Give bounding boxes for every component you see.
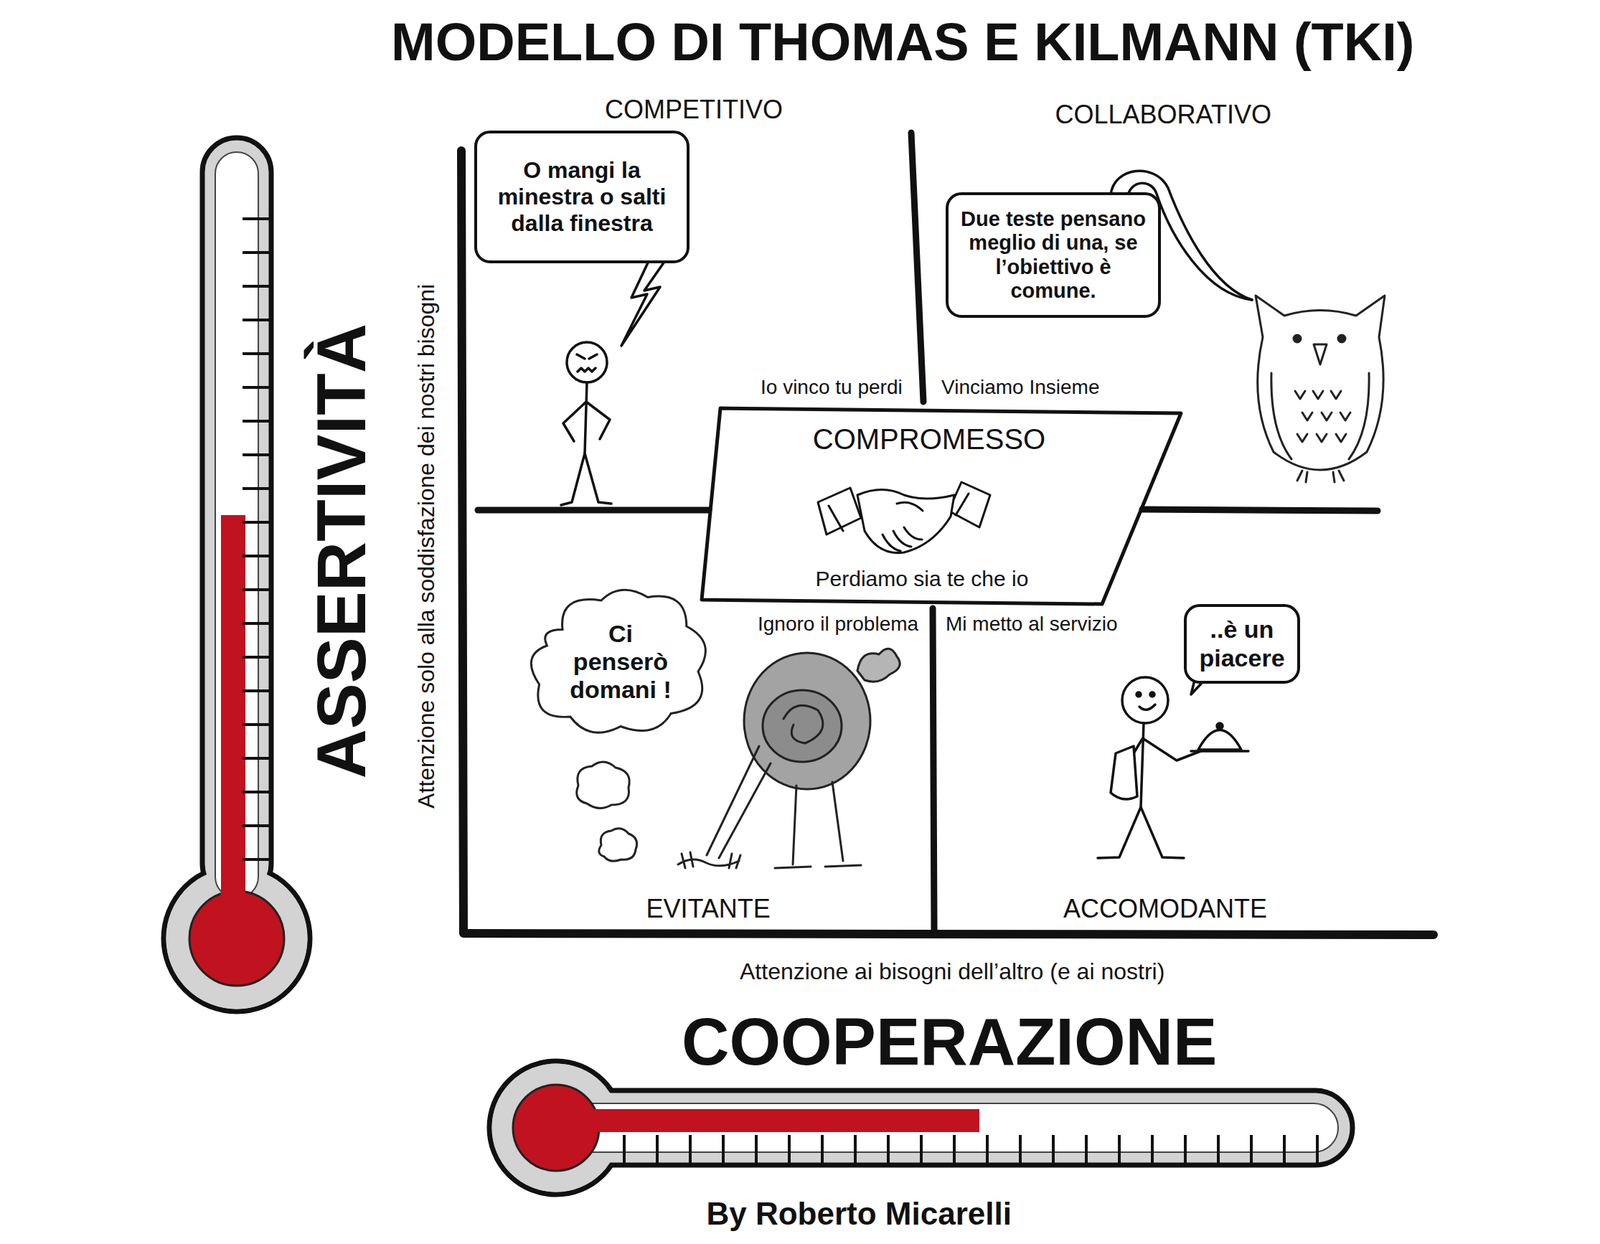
quadrant-title-box: COMPETITIVO: [604, 94, 783, 125]
thermometer-horizontal: [556, 1090, 1353, 1166]
title-box: MODELLO DI THOMAS E KILMANN (TKI): [391, 11, 1415, 73]
node-heading: O mangi la minestra o salti dalla finest…: [492, 157, 672, 237]
axes: [932, 608, 935, 930]
axes: [461, 150, 464, 933]
waiter: [1140, 723, 1144, 808]
owl: [1295, 391, 1351, 442]
outcome-label-box: Ignoro il problema: [757, 612, 919, 636]
thought-cloud: Ci penserò domani !: [523, 581, 718, 743]
axis-title-box: ASSERTIVITÀ: [302, 323, 381, 780]
angry-figure: [561, 453, 612, 506]
angry-figure: [563, 401, 610, 442]
waiter: [1122, 677, 1169, 724]
thought-dots: [576, 761, 638, 861]
quadrant-title-box: EVITANTE: [646, 893, 771, 924]
outcome-label: Ignoro il problema: [757, 612, 919, 636]
node-heading: COMPROMESSO: [699, 422, 1159, 456]
owl: [1255, 295, 1385, 483]
ostrich: [783, 705, 823, 744]
ostrich: [744, 652, 871, 790]
waiter: [1216, 723, 1223, 729]
axis-title: COOPERAZIONE: [681, 1007, 1217, 1077]
outcome-label: Vinciamo Insieme: [941, 375, 1100, 399]
owl: [1255, 295, 1385, 470]
axes: [477, 507, 709, 514]
quadrant-title: COLLABORATIVO: [1055, 99, 1272, 130]
quadrant-title: EVITANTE: [646, 893, 771, 924]
angry-figure: [621, 259, 666, 346]
thermometer-vertical: [220, 515, 246, 917]
axis-label-box: Attenzione ai bisogni dell’altro (e ai n…: [739, 958, 1165, 986]
axis-label-box: Attenzione solo alla soddisfazione dei n…: [413, 283, 440, 808]
node-body: Perdiamo sia te che io: [699, 566, 1145, 592]
axis-label: Attenzione ai bisogni dell’altro (e ai n…: [739, 958, 1165, 986]
ostrich: [706, 746, 771, 859]
author-credit-box: By Roberto Micarelli: [706, 1196, 1012, 1233]
handshake: [882, 502, 923, 552]
thermometer-horizontal: [559, 1109, 980, 1133]
compromise-box: COMPROMESSO Perdiamo sia te che io: [699, 405, 1188, 610]
waiter: [1150, 692, 1155, 697]
owl: [1313, 344, 1327, 365]
handshake: [828, 493, 969, 531]
axis-title: ASSERTIVITÀ: [302, 323, 381, 780]
handshake: [817, 487, 861, 535]
outcome-label: Mi metto al servizio: [945, 612, 1118, 636]
ostrich: [678, 648, 900, 869]
angry-figure: [566, 342, 607, 383]
quadrant-title-box: COLLABORATIVO: [1055, 99, 1272, 130]
waiter: [1136, 692, 1141, 697]
axes: [911, 132, 924, 402]
waiter: [1191, 749, 1249, 753]
thought-dots: [599, 828, 638, 861]
waiter: [1143, 739, 1203, 761]
handshake: [948, 482, 991, 528]
angry-figure: [561, 259, 666, 506]
speech-bubble: Due teste pensano meglio di una, se l’ob…: [945, 192, 1161, 318]
ostrich: [857, 648, 900, 682]
owl: [1297, 470, 1344, 483]
owl: [1271, 373, 1369, 460]
ostrich: [678, 852, 741, 869]
waiter: [1139, 704, 1156, 710]
outcome-label-box: Mi metto al servizio: [945, 612, 1118, 636]
node-heading: ..è un piacere: [1195, 615, 1289, 672]
owl: [1338, 335, 1346, 343]
axis-title-box: COOPERAZIONE: [681, 1007, 1217, 1077]
outcome-label-box: Io vinco tu perdi: [760, 375, 903, 399]
waiter: [1097, 807, 1184, 859]
waiter: [1110, 746, 1138, 800]
ostrich: [774, 782, 861, 869]
quadrant-title-box: ACCOMODANTE: [1063, 893, 1268, 924]
cloud-outline: [530, 589, 706, 733]
axis-label: Attenzione solo alla soddisfazione dei n…: [413, 283, 440, 808]
thought-dots: [576, 761, 630, 809]
handshake: [857, 490, 955, 554]
node-heading: Ci penserò domani !: [565, 619, 677, 704]
title: MODELLO DI THOMAS E KILMANN (TKI): [391, 11, 1415, 73]
axes: [1142, 509, 1378, 511]
waiter: [1198, 730, 1242, 751]
axes: [463, 933, 1434, 935]
outcome-label: Io vinco tu perdi: [760, 375, 903, 399]
owl: [1293, 335, 1301, 343]
waiter: [1097, 671, 1249, 859]
outcome-label-box: Vinciamo Insieme: [941, 375, 1100, 399]
thermometer-vertical: [163, 137, 310, 1012]
angry-figure: [576, 354, 597, 372]
angry-figure: [584, 382, 587, 454]
node-heading: Due teste pensano meglio di una, se l’ob…: [959, 207, 1148, 303]
thermometer-horizontal: [489, 1061, 1353, 1195]
handshake: [817, 482, 991, 554]
speech-bubble: O mangi la minestra o salti dalla finest…: [474, 130, 690, 264]
author-credit: By Roberto Micarelli: [706, 1196, 1012, 1233]
quadrant-title: ACCOMODANTE: [1063, 893, 1268, 924]
thermometer-horizontal: [624, 1135, 1318, 1164]
ostrich: [762, 690, 842, 762]
speech-bubble: ..è un piacere: [1183, 604, 1301, 684]
thermometer-vertical: [242, 218, 272, 860]
quadrant-title: COMPETITIVO: [604, 94, 783, 125]
